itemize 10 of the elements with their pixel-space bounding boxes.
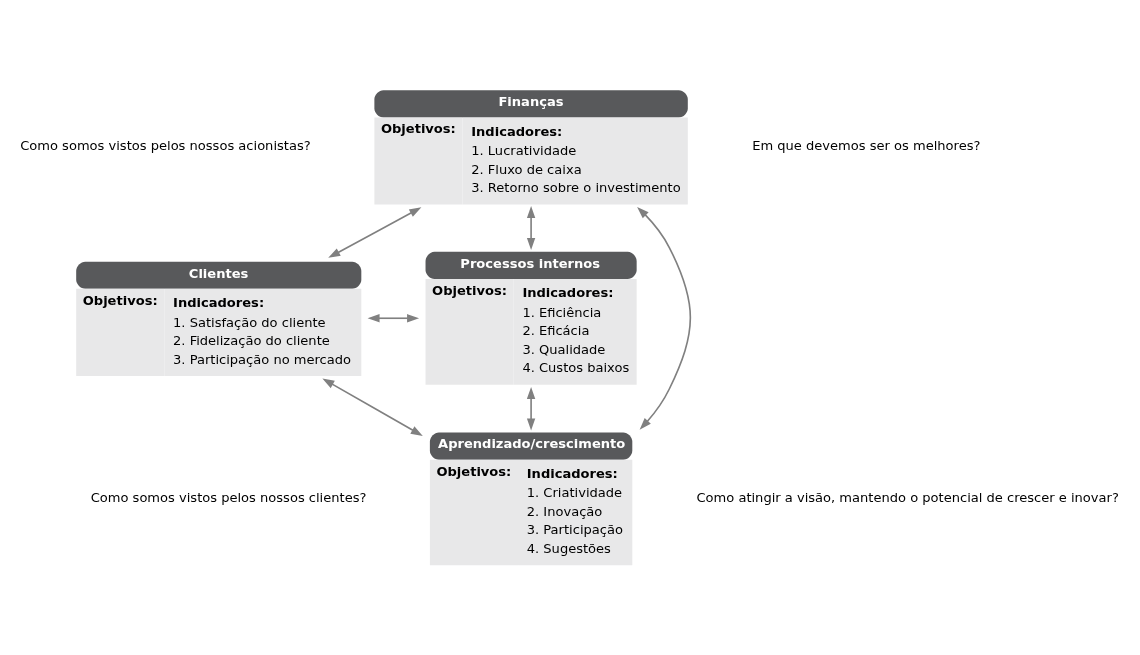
label: Como atingir a visão, mantendo o potencial de crescer e inovar? [696, 490, 1119, 506]
arrow [526, 386, 536, 431]
label: Como somos vistos pelos nossos acionistas? [20, 138, 311, 154]
arrow [322, 378, 423, 436]
arrow [637, 206, 692, 430]
arrow [367, 314, 420, 323]
arrow [328, 207, 422, 258]
label: Em que devemos ser os melhores? [752, 138, 981, 154]
label: Como somos vistos pelos nossos clientes? [90, 490, 367, 506]
arrow [526, 206, 536, 250]
